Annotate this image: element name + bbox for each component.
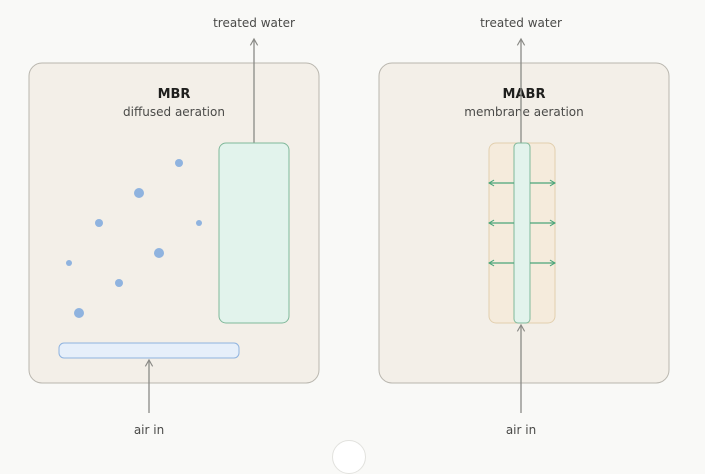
mabr-title: MABR [503,87,546,102]
mabr-membrane [513,142,531,324]
bottom-handle[interactable] [332,440,366,474]
mbr-panel: MBR diffused aeration treated water air … [28,16,320,437]
mbr-diffuser [58,342,240,359]
mabr-outlet-label: treated water [480,16,562,30]
air-bubble [196,220,202,226]
mbr-subtitle: diffused aeration [123,105,225,119]
mabr-subtitle: membrane aeration [464,105,583,119]
mabr-inlet-label: air in [506,423,536,437]
mbr-air-bubbles [66,159,202,318]
air-bubble [74,308,84,318]
air-bubble [175,159,183,167]
air-bubble [95,219,103,227]
air-bubble [66,260,72,266]
mbr-membrane-module [218,142,290,324]
air-bubble [154,248,164,258]
mbr-title: MBR [158,87,191,102]
mabr-panel: MABR membrane aeration treated water air… [378,16,670,437]
mbr-inlet-label: air in [134,423,164,437]
air-bubble [134,188,144,198]
mbr-outlet-label: treated water [213,16,295,30]
mabr-oxygen-transfer-arrows [487,179,557,267]
air-bubble [115,279,123,287]
aeration-comparison-diagram: MBR diffused aeration treated water air … [28,16,670,437]
